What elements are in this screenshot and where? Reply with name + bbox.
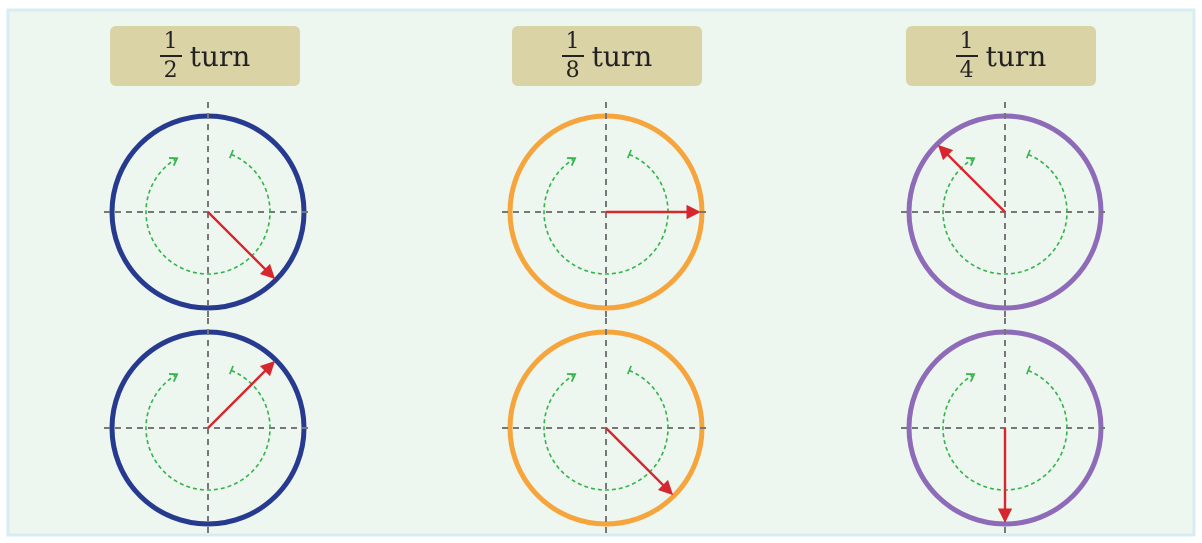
dial (502, 102, 710, 322)
direction-arrow (605, 427, 674, 496)
fraction-quarter: 1 4 (955, 28, 978, 83)
label-eighth-turn: 1 8 turn (512, 26, 702, 86)
rotation-arc (145, 369, 271, 491)
fraction-denominator: 2 (163, 57, 178, 83)
dial (901, 102, 1109, 322)
direction-arrow (207, 360, 276, 429)
arc-start-tick (1025, 149, 1031, 159)
fraction-bar (159, 54, 182, 57)
arc-start-tick (1025, 365, 1031, 375)
label-word: turn (985, 39, 1047, 73)
direction-arrow (207, 211, 276, 280)
fraction-denominator: 4 (959, 57, 974, 83)
label-quarter-turn: 1 4 turn (906, 26, 1096, 86)
arc-start-tick (626, 365, 632, 375)
rotation-arc (543, 153, 669, 275)
arc-start-tick (228, 149, 234, 159)
label-word: turn (591, 39, 653, 73)
dial (502, 318, 710, 538)
dials-group (104, 102, 1109, 538)
label-word: turn (189, 39, 251, 73)
label-half-turn: 1 2 turn (110, 26, 300, 86)
panel-background (6, 8, 1196, 537)
dial (104, 102, 312, 322)
dial (901, 318, 1109, 538)
fraction-half: 1 2 (159, 28, 182, 83)
direction-arrow (937, 144, 1006, 213)
fraction-numerator: 1 (163, 28, 178, 54)
fraction-numerator: 1 (565, 28, 580, 54)
fraction-bar (955, 54, 978, 57)
fraction-denominator: 8 (565, 57, 580, 83)
arc-start-tick (228, 365, 234, 375)
rotation-arc (942, 369, 1068, 491)
dial (104, 318, 312, 538)
fraction-eighth: 1 8 (561, 28, 584, 83)
rotation-arc (942, 153, 1068, 275)
arc-start-tick (626, 149, 632, 159)
fraction-numerator: 1 (959, 28, 974, 54)
rotation-arc (145, 153, 271, 275)
fraction-bar (561, 54, 584, 57)
rotation-arc (543, 369, 669, 491)
